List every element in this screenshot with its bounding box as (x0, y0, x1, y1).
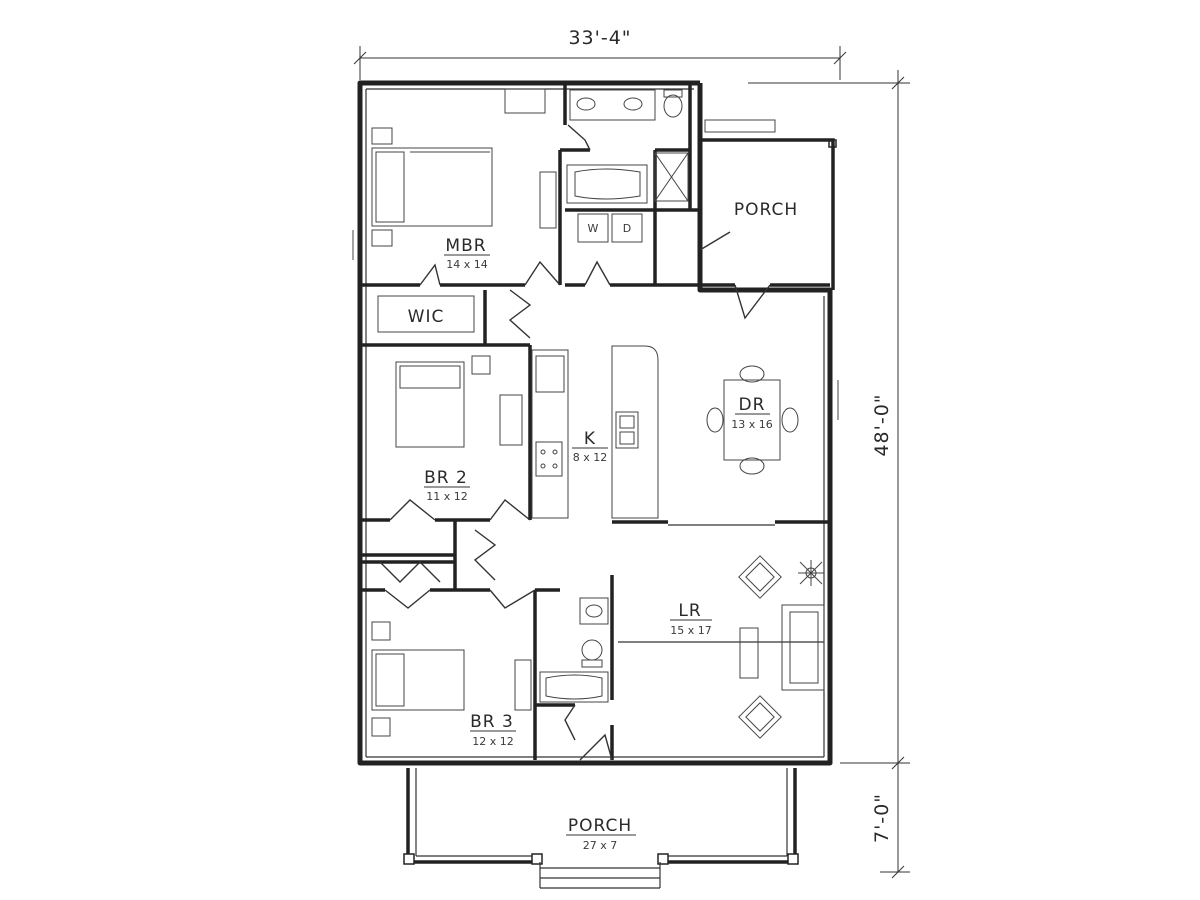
br2-size: 11 x 12 (426, 490, 468, 503)
front-porch-label: PORCH (568, 816, 632, 836)
front-porch (403, 768, 799, 889)
master-bath-fixtures (566, 89, 689, 204)
lr-label: LR (678, 601, 701, 621)
br3-bed (371, 621, 532, 737)
wic-label: WIC (408, 307, 445, 327)
mbr-bed (371, 127, 557, 247)
living-room-furniture (738, 555, 825, 739)
dining-set (706, 365, 799, 475)
depth-dimension-label: 48'-0" (871, 393, 893, 456)
washer-label: W (588, 222, 599, 235)
br3-label: BR 3 (470, 712, 514, 732)
br2-bed (395, 355, 523, 448)
mbr-label: MBR (445, 236, 486, 256)
br2-label: BR 2 (424, 468, 468, 488)
kitchen-size: 8 x 12 (573, 451, 608, 464)
dr-label: DR (739, 395, 766, 415)
dr-size: 13 x 16 (731, 418, 773, 431)
kitchen-counters (531, 345, 659, 519)
front-porch-size: 27 x 7 (583, 839, 618, 852)
br3-size: 12 x 12 (472, 735, 514, 748)
side-porch-label: PORCH (734, 200, 798, 220)
kitchen-label: K (584, 429, 596, 449)
dryer-label: D (623, 222, 631, 235)
doors (379, 124, 771, 761)
room-labels: MBR 14 x 14 WIC PORCH BR 2 11 x 12 K 8 x… (408, 200, 798, 852)
wic-closet (377, 295, 475, 333)
lr-size: 15 x 17 (670, 624, 712, 637)
hall-bath-fixtures (539, 597, 609, 703)
porch-depth-dimension-label: 7'-0" (871, 793, 893, 843)
washer-dryer: W D (577, 213, 643, 243)
exterior-walls (352, 80, 839, 766)
width-dimension-label: 33'-4" (568, 27, 631, 49)
dimension-depth: 48'-0" 7'-0" (748, 70, 910, 879)
dimension-width: 33'-4" (353, 27, 847, 80)
mbr-size: 14 x 14 (446, 258, 488, 271)
